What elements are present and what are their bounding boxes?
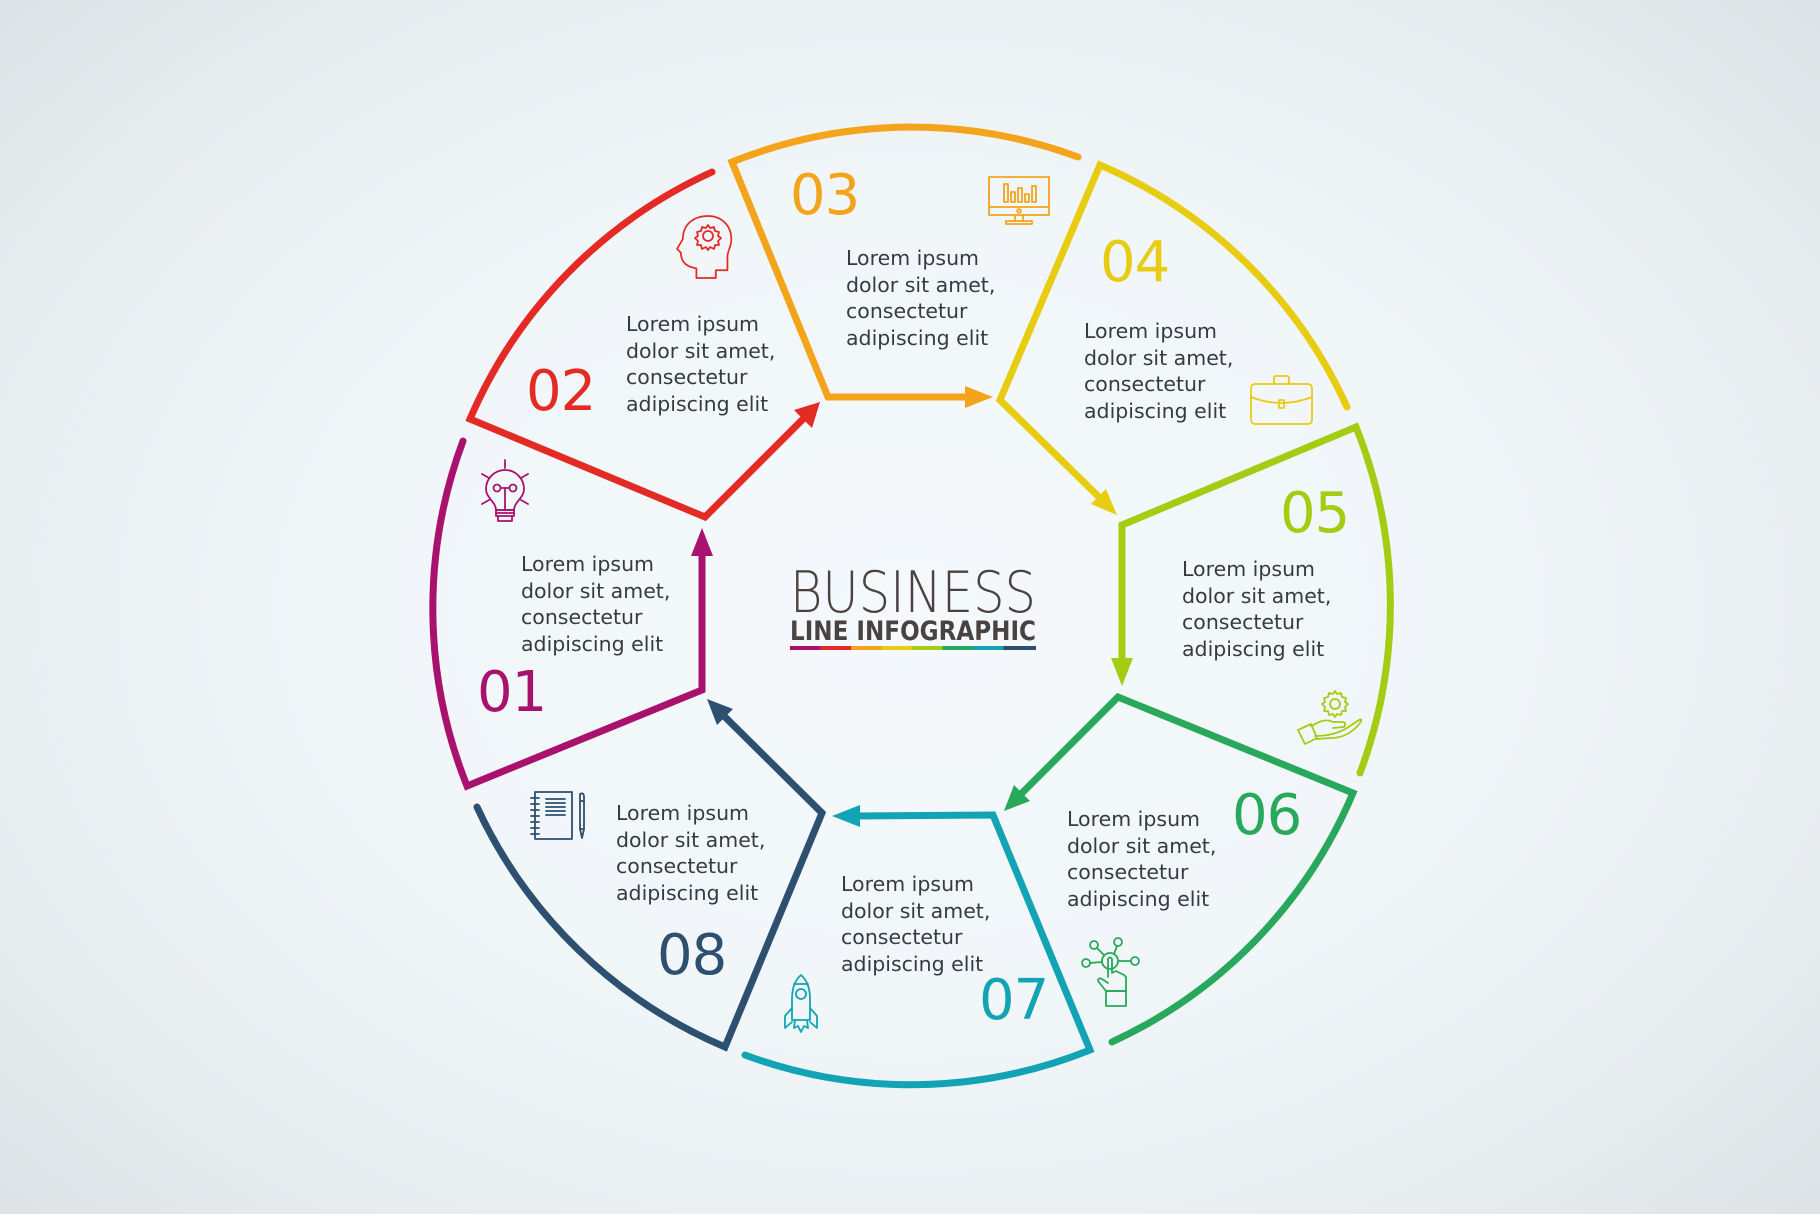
segment-04-outline <box>995 160 1351 505</box>
hand-gear-icon <box>1297 688 1363 746</box>
step-number-05: 05 <box>1280 481 1350 546</box>
arrow-head-icon <box>1091 489 1117 515</box>
arrow-head-icon <box>707 699 733 725</box>
step-number-08: 08 <box>657 923 727 988</box>
segment-03-outline <box>727 123 1082 401</box>
title-main: BUSINESS <box>790 560 1036 626</box>
step-number-04: 04 <box>1100 230 1170 295</box>
monitor-chart-icon <box>988 176 1050 226</box>
segment-08-outline <box>473 710 827 1052</box>
step-number-02: 02 <box>526 359 596 424</box>
rainbow-underline <box>790 646 1036 650</box>
briefcase-icon <box>1250 375 1313 425</box>
segment-07-outline <box>741 811 1095 1089</box>
segment-05 <box>1111 422 1394 777</box>
segment-06 <box>1004 692 1358 1046</box>
segment-03 <box>727 123 1082 408</box>
head-gear-icon <box>676 214 734 284</box>
arrow-head-icon <box>832 805 860 827</box>
segment-01 <box>429 437 713 791</box>
arrow-head-icon <box>691 528 713 556</box>
center-title: BUSINESS LINE INFOGRAPHIC <box>790 560 1036 650</box>
segment-05-outline <box>1118 422 1394 777</box>
rocket-icon <box>783 974 819 1040</box>
arrow-head-icon <box>794 402 820 428</box>
notebook-pen-icon <box>530 791 590 841</box>
step-number-07: 07 <box>979 968 1049 1033</box>
segment-08 <box>473 699 827 1052</box>
step-number-01: 01 <box>477 660 547 725</box>
arrow-head-icon <box>1111 658 1133 686</box>
segment-02 <box>465 168 820 522</box>
title-sub: LINE INFOGRAPHIC <box>790 616 1036 647</box>
step-number-03: 03 <box>790 163 860 228</box>
segment-07 <box>741 805 1095 1089</box>
segment-01-outline <box>429 437 706 791</box>
arrow-head-icon <box>1004 785 1030 811</box>
segment-06-outline <box>1015 692 1358 1046</box>
touch-network-icon <box>1081 937 1142 1009</box>
lightbulb-icon <box>474 458 536 528</box>
arrow-head-icon <box>965 386 993 408</box>
segment-02-outline <box>465 168 810 522</box>
step-number-06: 06 <box>1232 783 1302 848</box>
segment-04 <box>995 160 1351 515</box>
